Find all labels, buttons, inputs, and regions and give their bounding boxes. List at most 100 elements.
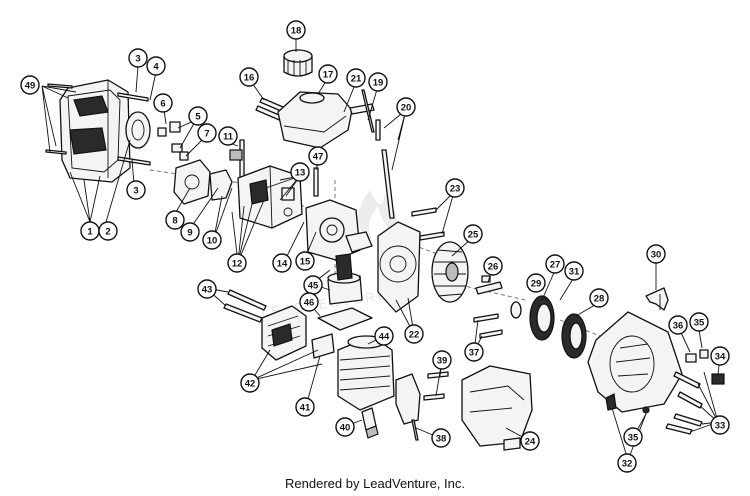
callout-label: 44 (379, 332, 390, 343)
recoil-spring-part (561, 313, 587, 359)
callout-label: 37 (469, 348, 480, 359)
callout-label: 35 (694, 318, 705, 329)
callout-label: 2 (105, 227, 110, 238)
callout-40: 40 (335, 417, 355, 437)
air-filter-part (261, 305, 335, 361)
callout-label: 6 (160, 99, 165, 110)
callout-30: 30 (646, 244, 666, 264)
callout-25: 25 (463, 224, 483, 244)
fan-housing-part (377, 221, 421, 313)
callout-37: 37 (464, 342, 484, 362)
screws-43 (223, 289, 267, 323)
carburetor-gasket-part (173, 159, 233, 205)
crankcase-part (305, 199, 373, 261)
washer-29 (510, 301, 522, 319)
engine-shroud-part (461, 365, 533, 451)
callout-label: 27 (550, 260, 561, 271)
callout-3: 3 (128, 48, 148, 68)
callout-label: 22 (409, 330, 420, 341)
small-parts-34-35-36 (642, 349, 725, 414)
callout-22: 22 (404, 324, 424, 344)
callout-35: 35 (689, 312, 709, 332)
callout-43: 43 (197, 279, 217, 299)
callout-11: 11 (218, 126, 238, 146)
callout-49: 49 (20, 75, 40, 95)
callout-24: 24 (520, 431, 540, 451)
callout-28: 28 (589, 288, 609, 308)
callout-34: 34 (710, 346, 730, 366)
callout-label: 7 (204, 129, 209, 140)
callout-label: 23 (450, 184, 461, 195)
callout-label: 25 (468, 230, 479, 241)
callout-label: 42 (245, 379, 256, 390)
callout-9: 9 (180, 222, 200, 242)
callout-8: 8 (165, 210, 185, 230)
callout-label: 20 (401, 103, 412, 114)
screws-3-49 (45, 83, 151, 166)
callout-label: 3 (135, 54, 140, 65)
callout-3: 3 (126, 180, 146, 200)
callout-6: 6 (153, 93, 173, 113)
ignition-coil-part (395, 371, 449, 441)
fuel-tank-part (277, 91, 353, 149)
callout-label: 14 (277, 259, 288, 270)
callout-label: 10 (207, 236, 218, 247)
callout-label: 18 (291, 26, 302, 37)
callout-label: 15 (300, 257, 311, 268)
callout-46: 46 (299, 292, 319, 312)
callout-26: 26 (483, 256, 503, 276)
callout-19: 19 (368, 72, 388, 92)
callout-label: 1 (87, 227, 93, 238)
callout-38: 38 (431, 428, 451, 448)
callout-5: 5 (188, 106, 208, 126)
callout-7: 7 (197, 123, 217, 143)
callout-label: 26 (488, 262, 499, 273)
watermark-flame-icon (357, 190, 397, 242)
spark-plug-part (361, 407, 379, 439)
callout-33: 33 (710, 415, 730, 435)
starter-handle-part (645, 287, 669, 311)
footer-credit: Rendered by LeadVenture, Inc. (285, 476, 465, 491)
callout-23: 23 (445, 178, 465, 198)
callout-4: 4 (146, 56, 166, 76)
callout-2: 2 (98, 221, 118, 241)
callout-label: 12 (232, 259, 243, 270)
callout-label: 9 (187, 228, 192, 239)
callout-label: 40 (340, 423, 351, 434)
callout-label: 5 (195, 112, 201, 123)
callout-label: 32 (622, 459, 633, 470)
callout-39: 39 (432, 350, 452, 370)
callout-32: 32 (617, 453, 637, 473)
fuel-lines-part (349, 89, 395, 219)
callout-label: 38 (436, 434, 447, 445)
cylinder-gasket-part (317, 307, 373, 331)
fuel-cap-part (283, 49, 313, 77)
callout-29: 29 (526, 273, 546, 293)
callout-20: 20 (396, 97, 416, 117)
callout-label: 21 (351, 74, 362, 85)
callout-label: 39 (437, 356, 448, 367)
callout-label: 4 (153, 62, 159, 73)
carburetor-part (237, 165, 303, 229)
nut-11 (229, 149, 243, 161)
callout-10: 10 (202, 230, 222, 250)
callout-label: 45 (308, 281, 319, 292)
starter-housing-part (587, 311, 683, 413)
screws-23 (411, 207, 445, 241)
callout-label: 47 (313, 152, 324, 163)
callout-label: 49 (25, 81, 36, 92)
callout-45: 45 (303, 275, 323, 295)
callout-17: 17 (318, 64, 338, 84)
screws-37 (473, 313, 503, 339)
callout-label: 11 (223, 132, 234, 143)
callout-21: 21 (346, 68, 366, 88)
screws-33 (665, 371, 703, 435)
callout-label: 34 (715, 352, 726, 363)
callout-42: 42 (240, 373, 260, 393)
callout-label: 35 (628, 433, 639, 444)
bolt-47 (313, 167, 319, 197)
callout-label: 8 (172, 216, 177, 227)
starter-pulley-part (529, 295, 555, 341)
callouts: 1 2 3 3 4 5 6 7 8 9 10 11 12 13 14 15 16… (20, 20, 730, 473)
